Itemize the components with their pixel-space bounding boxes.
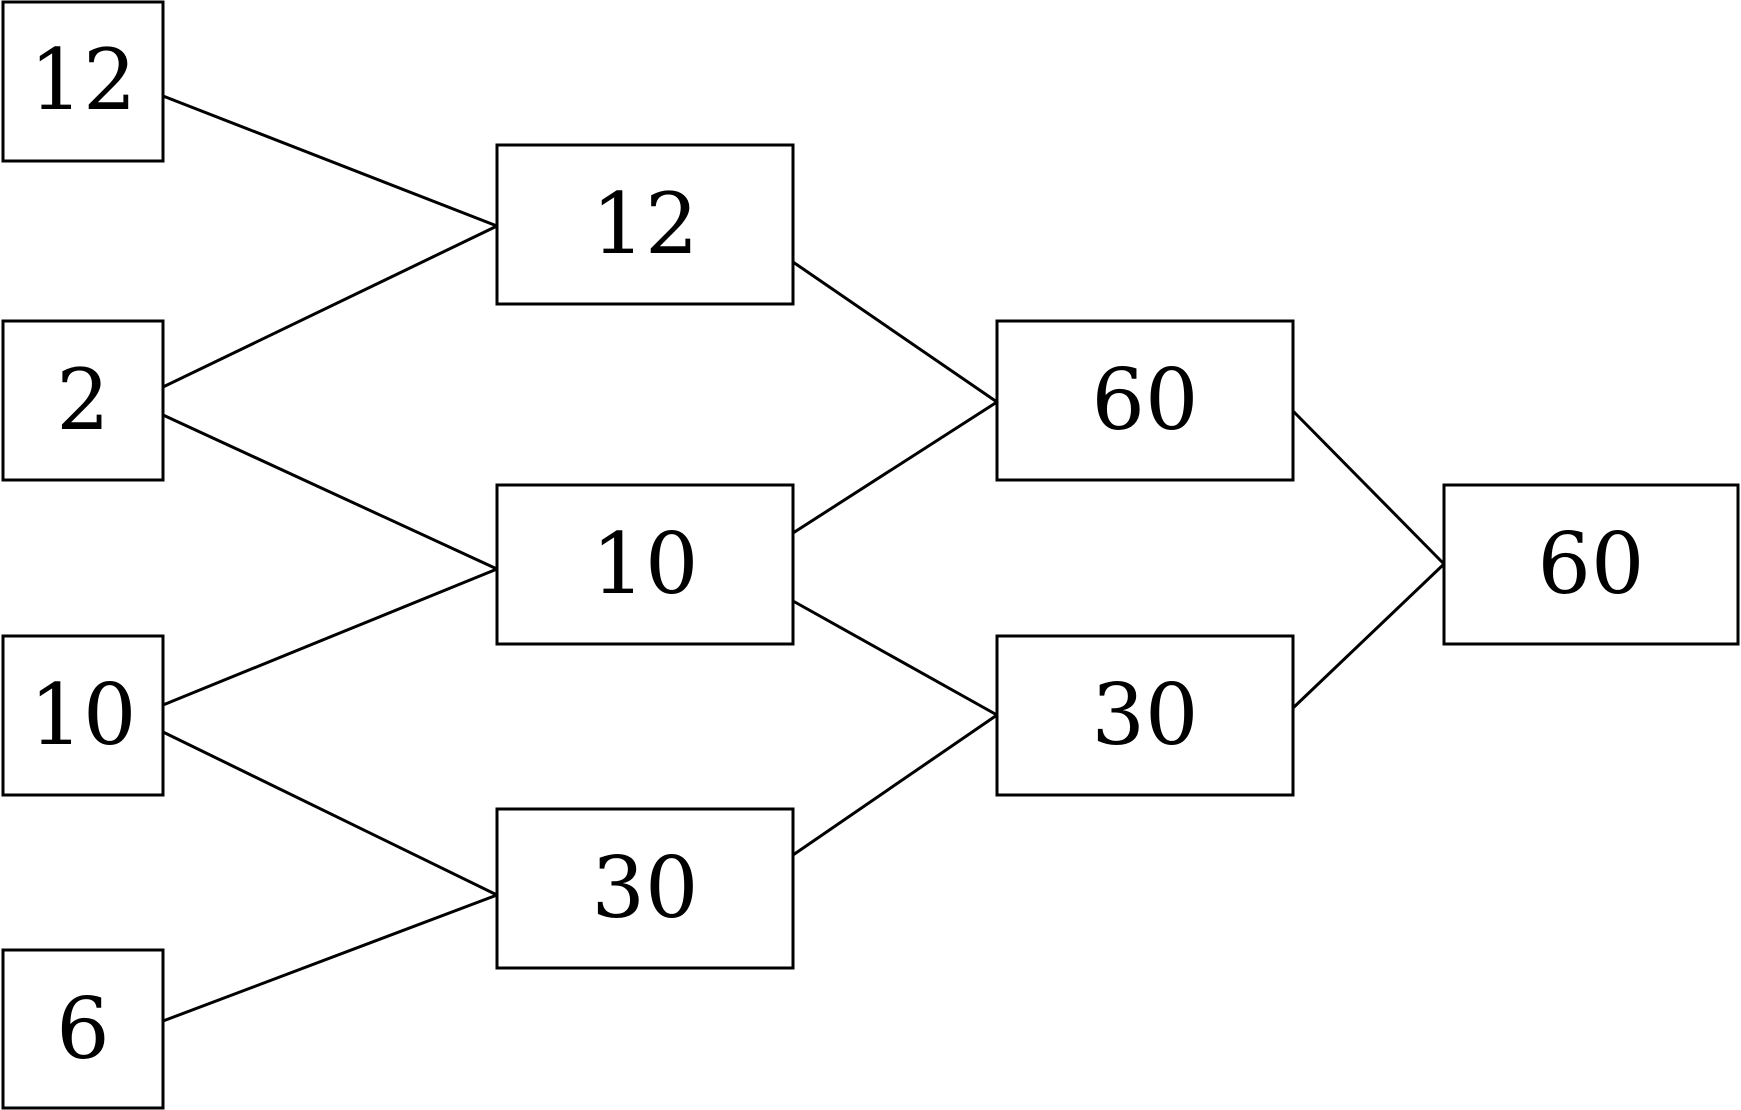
node-box — [495, 143, 795, 306]
node-value: 30 — [592, 839, 699, 937]
node-m1: 12 — [495, 143, 795, 306]
node-value: 6 — [56, 980, 109, 1078]
edge-p1-r1 — [1291, 409, 1446, 566]
node-box — [995, 634, 1295, 797]
node-r1: 60 — [1442, 483, 1740, 646]
edge-n2-m2 — [162, 413, 498, 571]
edge-p2-r1 — [1291, 562, 1446, 710]
node-n2: 2 — [1, 319, 165, 482]
node-n3: 10 — [1, 634, 165, 797]
node-value: 60 — [1092, 351, 1199, 449]
edge-n3-m2 — [162, 567, 498, 707]
edge-m2-p2 — [792, 599, 998, 717]
node-box — [1, 948, 165, 1110]
node-m3: 30 — [495, 807, 795, 970]
node-value: 10 — [592, 515, 699, 613]
node-m2: 10 — [495, 483, 795, 646]
node-box — [995, 319, 1295, 482]
node-value: 10 — [30, 666, 137, 764]
node-box — [1, 0, 165, 163]
node-box — [495, 807, 795, 970]
node-value: 60 — [1538, 515, 1645, 613]
node-box — [495, 483, 795, 646]
node-n1: 12 — [1, 0, 165, 163]
node-p1: 60 — [995, 319, 1295, 482]
node-value: 12 — [30, 31, 137, 129]
edge-n3-m3 — [162, 730, 498, 897]
node-box — [1, 634, 165, 797]
node-box — [1442, 483, 1740, 646]
edges — [162, 94, 1446, 1023]
edge-m1-p1 — [792, 260, 998, 404]
node-p2: 30 — [995, 634, 1295, 797]
edge-n2-m1 — [162, 224, 498, 389]
node-box — [1, 319, 165, 482]
edge-n4-m3 — [162, 893, 498, 1023]
edge-m3-p2 — [792, 713, 998, 857]
edge-m2-p1 — [792, 400, 998, 535]
edge-n1-m1 — [162, 94, 498, 228]
node-value: 2 — [56, 351, 109, 449]
node-n4: 6 — [1, 948, 165, 1110]
node-value: 30 — [1092, 666, 1199, 764]
node-value: 12 — [592, 175, 699, 273]
